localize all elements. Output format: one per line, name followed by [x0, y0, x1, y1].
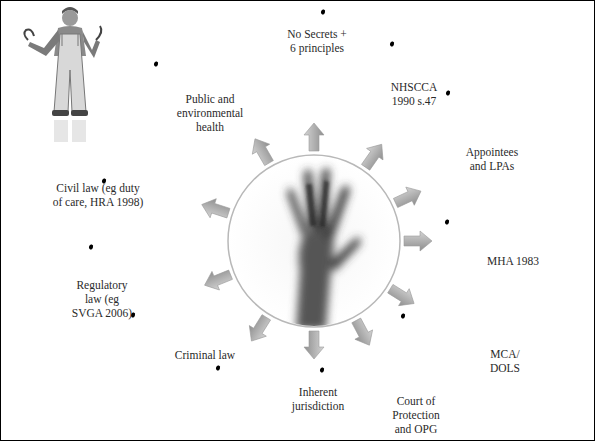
topic-label: Public and environmental health	[167, 93, 253, 134]
topic-label: MHA 1983	[478, 255, 548, 269]
topic-label: Inherent jurisdiction	[283, 386, 353, 414]
radial-arrow	[347, 316, 378, 350]
hand-circle	[228, 155, 400, 330]
topic-label: Criminal law	[174, 349, 236, 363]
topic-label: Court of Protection and OPG	[383, 396, 449, 437]
radial-arrow	[304, 123, 324, 151]
radial-arrow	[391, 182, 425, 212]
radial-arrow	[199, 195, 232, 223]
radial-arrow	[357, 139, 389, 173]
topic-label: MCA/ DOLS	[482, 348, 528, 376]
radial-arrows	[199, 123, 432, 359]
radial-arrow	[385, 280, 419, 312]
topic-label: No Secrets + 6 principles	[284, 28, 350, 56]
radial-arrow	[243, 312, 275, 346]
topic-label: NHSCCA 1990 s.47	[383, 81, 445, 109]
topic-label: Regulatory law (eg SVGA 2006)	[70, 279, 134, 320]
topic-label: Civil law (eg duty of care, HRA 1998)	[52, 182, 144, 210]
worker-figure	[24, 7, 101, 142]
radial-arrow	[404, 231, 432, 251]
radial-arrow	[304, 331, 324, 359]
bullet-dots	[88, 9, 451, 373]
topic-label: Appointees and LPAs	[457, 146, 527, 174]
radial-arrow	[201, 265, 234, 294]
radial-arrow	[246, 134, 277, 168]
